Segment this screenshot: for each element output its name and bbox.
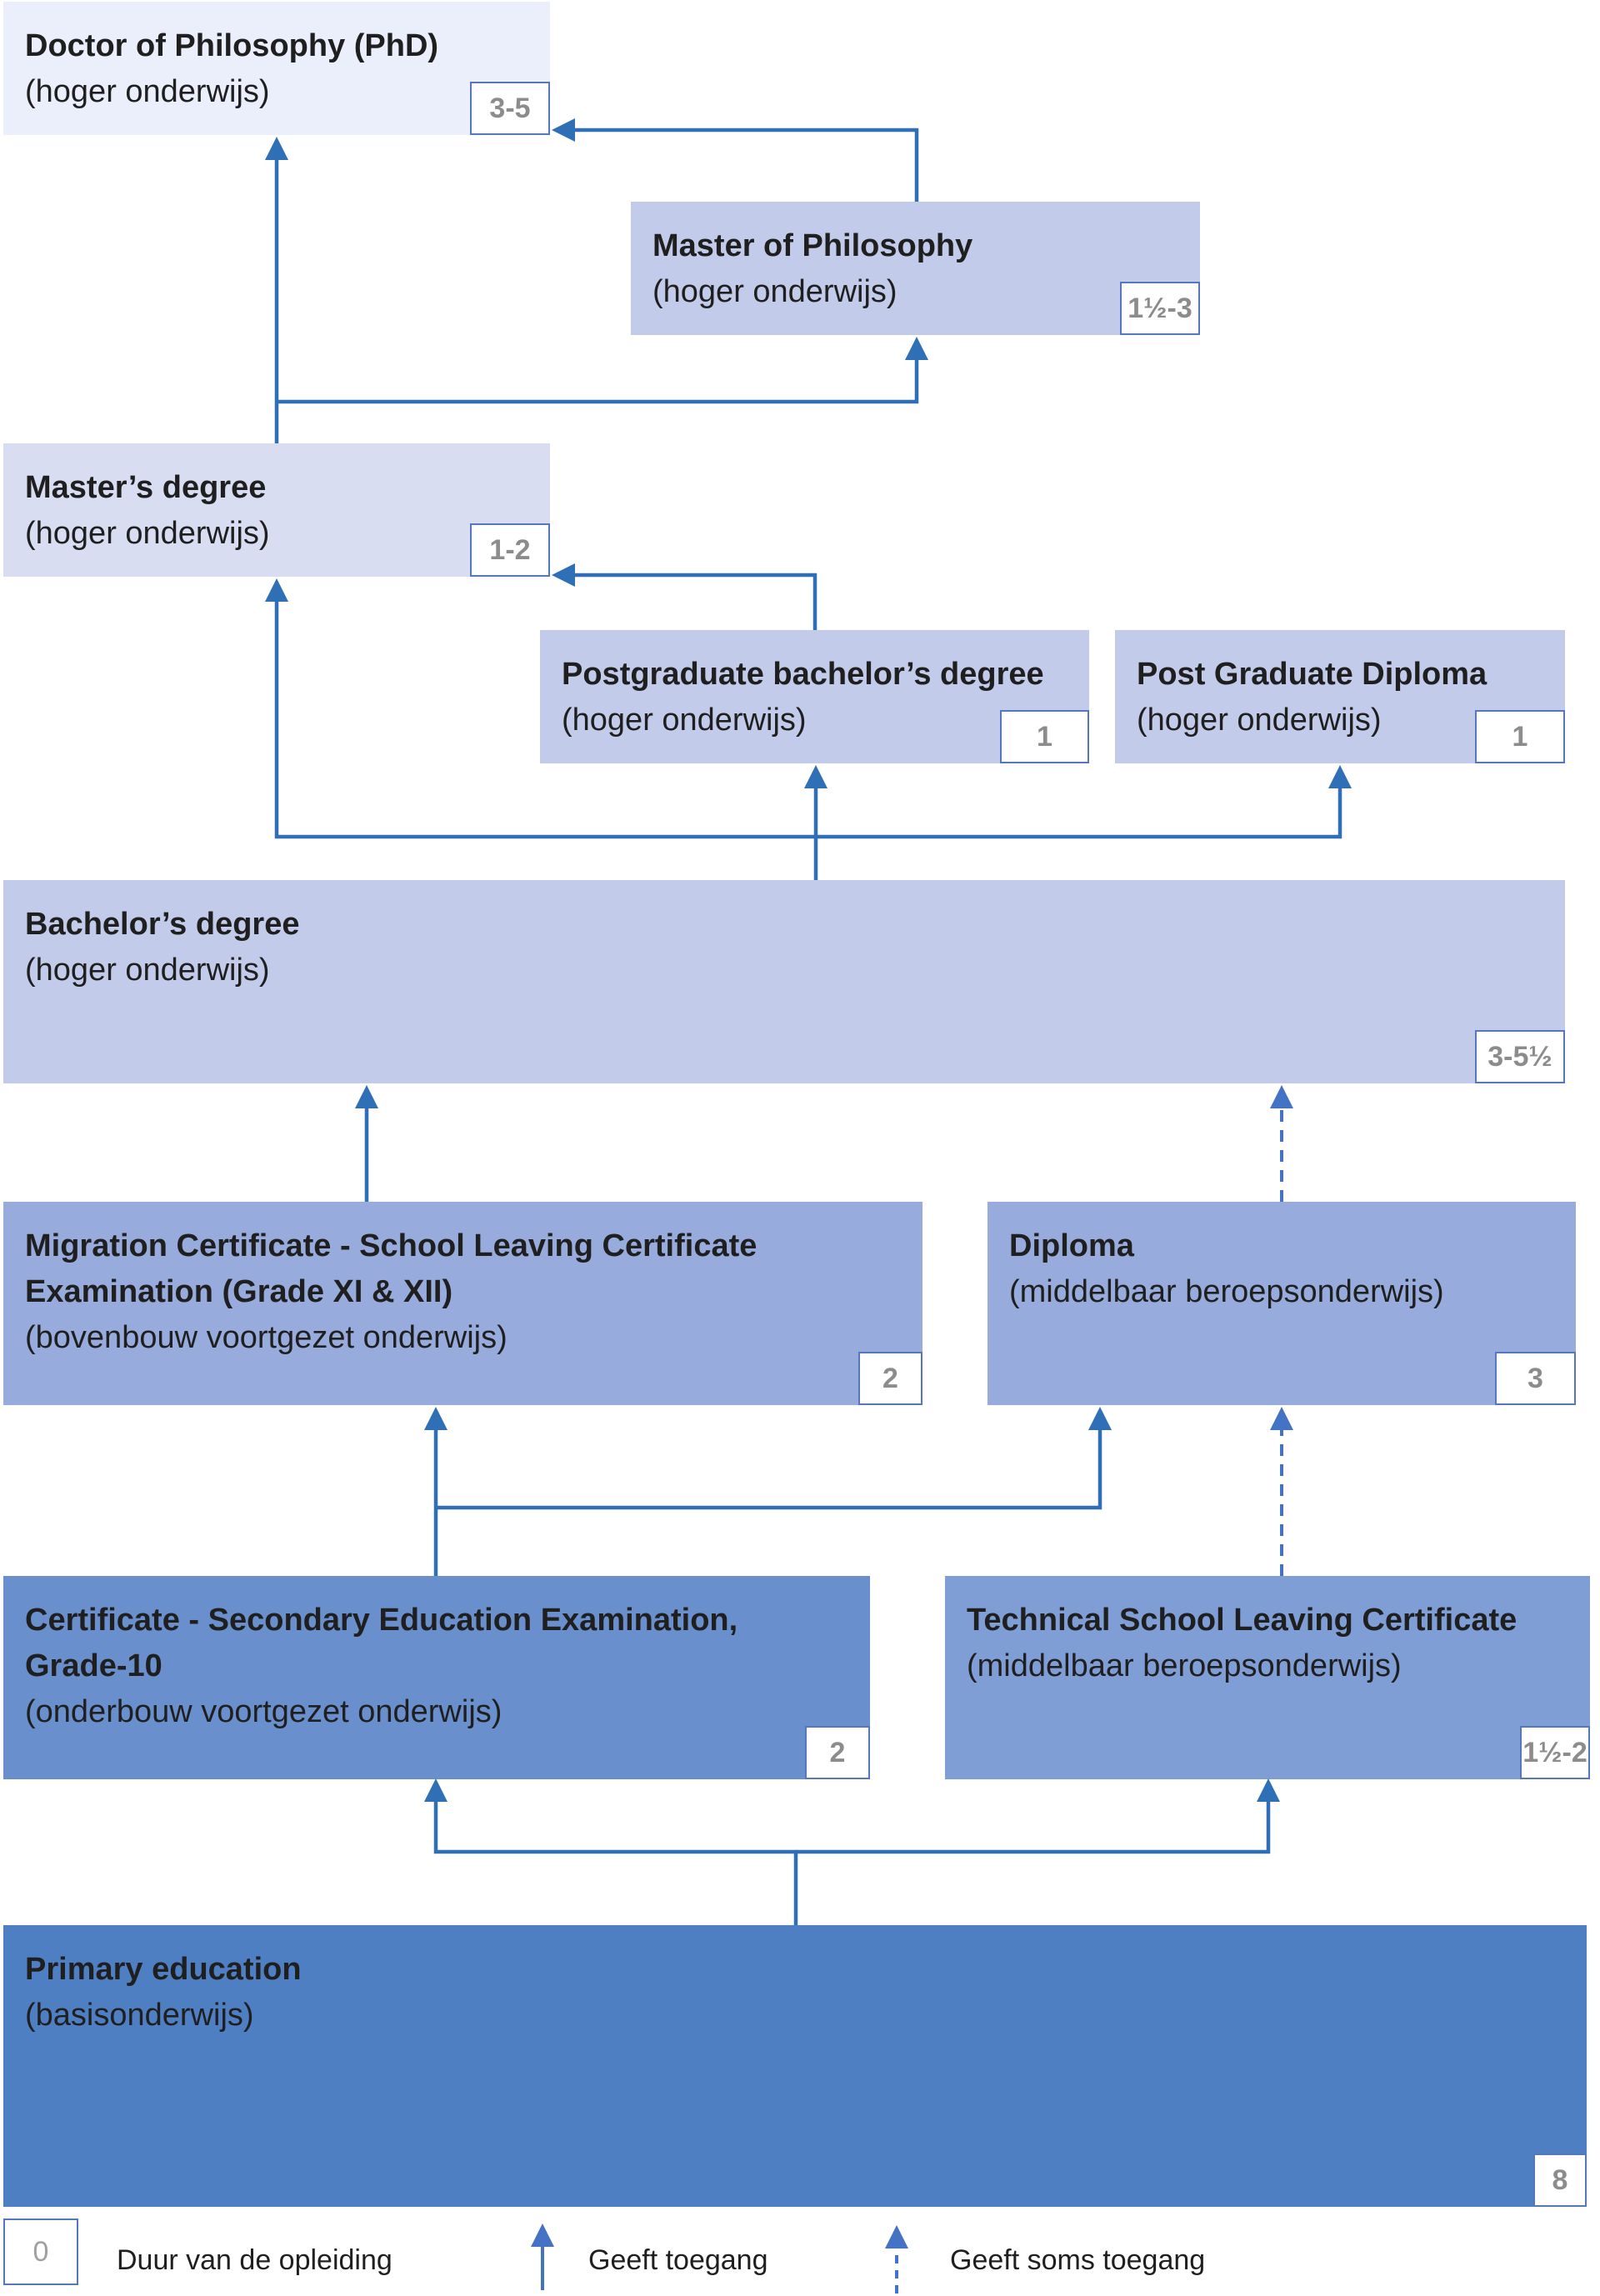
- arrow-bachelor-to-masters: [274, 598, 816, 839]
- technical-subtitle: (middelbaar beroepsonderwijs): [967, 1648, 1402, 1683]
- primary-box: Primary education (basisonderwijs): [3, 1925, 1587, 2207]
- pg-bachelor-duration: 1: [1000, 710, 1089, 763]
- arrowhead-mphil: [905, 337, 928, 360]
- arrowhead-see: [424, 1778, 448, 1802]
- arrowhead-pg-diploma: [1328, 765, 1352, 788]
- arrowhead-diploma: [1088, 1407, 1112, 1430]
- bachelor-title: Bachelor’s degree: [25, 907, 300, 942]
- masters-box: Master’s degree (hoger onderwijs): [3, 443, 550, 577]
- legend-access-label: Geeft toegang: [588, 2244, 768, 2276]
- technical-title: Technical School Leaving Certificate: [967, 1603, 1518, 1638]
- migration-duration: 2: [858, 1352, 922, 1405]
- arrowhead-migration: [424, 1407, 448, 1430]
- arrowhead-phd-right: [552, 118, 575, 142]
- masters-duration: 1-2: [470, 523, 550, 577]
- pg-diploma-title: Post Graduate Diploma: [1137, 657, 1488, 692]
- bachelor-box: Bachelor’s degree (hoger onderwijs): [3, 880, 1565, 1083]
- arrowhead-phd: [265, 137, 288, 160]
- diploma-subtitle: (middelbaar beroepsonderwijs): [1009, 1274, 1444, 1309]
- arrow-mphil-to-phd: [572, 128, 919, 202]
- pg-diploma-duration: 1: [1475, 710, 1565, 763]
- legend-solid-arrow: [531, 2223, 554, 2290]
- legend-duration-sample: 0: [3, 2218, 78, 2285]
- pg-bachelor-box: Postgraduate bachelor’s degree (hoger on…: [540, 630, 1089, 763]
- arrow-primary-to-see: [433, 1800, 798, 1925]
- technical-box: Technical School Leaving Certificate (mi…: [945, 1576, 1590, 1779]
- arrow-primary-to-technical: [796, 1800, 1271, 1854]
- pg-bachelor-subtitle: (hoger onderwijs): [562, 703, 807, 738]
- arrowhead-technical: [1257, 1778, 1280, 1802]
- diploma-duration: 3: [1495, 1352, 1576, 1405]
- primary-duration: 8: [1533, 2153, 1587, 2207]
- migration-title: Migration Certificate - School Leaving C…: [25, 1228, 758, 1309]
- see-title: Certificate - Secondary Education Examin…: [25, 1603, 738, 1683]
- bachelor-subtitle: (hoger onderwijs): [25, 953, 270, 988]
- legend-sometimes-access-label: Geeft soms toegang: [950, 2244, 1206, 2276]
- bachelor-duration: 3-5½: [1475, 1030, 1565, 1083]
- masters-subtitle: (hoger onderwijs): [25, 516, 270, 551]
- phd-box: Doctor of Philosophy (PhD) (hoger onderw…: [3, 2, 550, 135]
- mphil-duration: 1½-3: [1120, 282, 1200, 335]
- pg-bachelor-title: Postgraduate bachelor’s degree: [562, 657, 1044, 692]
- phd-title: Doctor of Philosophy (PhD): [25, 28, 439, 63]
- technical-duration: 1½-2: [1520, 1726, 1590, 1779]
- arrow-see-to-diploma: [436, 1427, 1102, 1510]
- pg-diploma-subtitle: (hoger onderwijs): [1137, 703, 1382, 738]
- mphil-subtitle: (hoger onderwijs): [652, 274, 898, 309]
- legend-duration-label: Duur van de opleiding: [117, 2244, 392, 2276]
- diploma-title: Diploma: [1009, 1228, 1134, 1263]
- masters-title: Master’s degree: [25, 470, 267, 505]
- primary-title: Primary education: [25, 1952, 302, 1987]
- arrow-bachelor-to-pg-diploma: [816, 785, 1342, 839]
- arrowhead-diploma-dashed: [1270, 1407, 1293, 1430]
- arrow-pg-bachelor-to-masters: [572, 573, 818, 630]
- arrow-masters-to-mphil: [277, 357, 919, 404]
- primary-subtitle: (basisonderwijs): [25, 1998, 254, 2033]
- see-subtitle: (onderbouw voortgezet onderwijs): [25, 1694, 502, 1729]
- arrowhead-bachelor-dashed: [1270, 1085, 1293, 1108]
- mphil-box: Master of Philosophy (hoger onderwijs): [631, 202, 1200, 335]
- diploma-box: Diploma (middelbaar beroepsonderwijs): [988, 1202, 1576, 1405]
- arrowhead-masters: [265, 578, 288, 602]
- legend-dashed-arrow: [885, 2225, 908, 2293]
- arrowhead-bachelor-left: [355, 1085, 378, 1108]
- phd-subtitle: (hoger onderwijs): [25, 74, 270, 109]
- see-duration: 2: [805, 1726, 870, 1779]
- see-box: Certificate - Secondary Education Examin…: [3, 1576, 870, 1779]
- mphil-title: Master of Philosophy: [652, 228, 973, 263]
- arrowhead-masters-right: [552, 563, 575, 587]
- phd-duration: 3-5: [470, 82, 550, 135]
- arrowhead-pg-bachelor: [804, 765, 828, 788]
- migration-box: Migration Certificate - School Leaving C…: [3, 1202, 922, 1405]
- migration-subtitle: (bovenbouw voortgezet onderwijs): [25, 1320, 508, 1355]
